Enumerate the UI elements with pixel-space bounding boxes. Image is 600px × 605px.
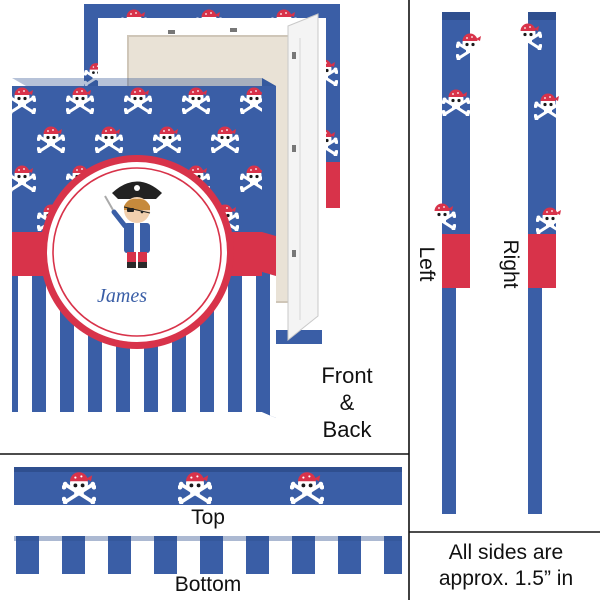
bottom-label: Bottom xyxy=(174,573,242,596)
ampersand-label: & xyxy=(339,390,355,415)
front-label: Front xyxy=(321,363,373,388)
back-label: Back xyxy=(322,417,372,442)
top-label: Top xyxy=(191,506,225,529)
canvas-front-view: James xyxy=(12,78,276,418)
right-side-strip xyxy=(514,12,564,514)
left-side-strip xyxy=(428,12,484,514)
left-label: Left xyxy=(415,246,438,282)
top-side-strip xyxy=(14,467,402,505)
right-label: Right xyxy=(499,239,522,289)
pirate-boy-icon xyxy=(104,181,162,268)
front-back-label: Front & Back xyxy=(300,362,394,443)
bottom-side-strip xyxy=(14,536,402,574)
sides-size-note: All sides are approx. 1.5” in xyxy=(418,540,594,592)
sides-note-line-2: approx. 1.5” in xyxy=(438,567,574,590)
sides-note-line-1: All sides are xyxy=(448,541,564,564)
personalized-name: James xyxy=(97,285,147,307)
